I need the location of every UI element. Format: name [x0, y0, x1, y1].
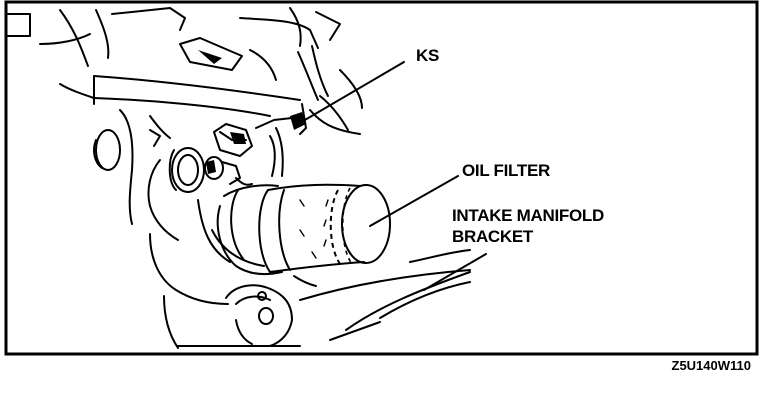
engine-block-lineart [7, 7, 471, 349]
frame-border [4, 0, 759, 356]
oil-filter-label: OIL FILTER [462, 161, 550, 180]
intake-bracket-leader [423, 253, 487, 291]
ks-leader [297, 61, 405, 125]
figure-id: Z5U140W110 [672, 358, 752, 373]
oil-filter [216, 183, 391, 275]
leader-lines [297, 61, 487, 291]
intake-manifold-label: INTAKE MANIFOLD [452, 206, 604, 225]
bracket-label: BRACKET [452, 227, 534, 246]
ks-label: KS [416, 46, 439, 65]
oil-filter-leader [369, 175, 459, 227]
